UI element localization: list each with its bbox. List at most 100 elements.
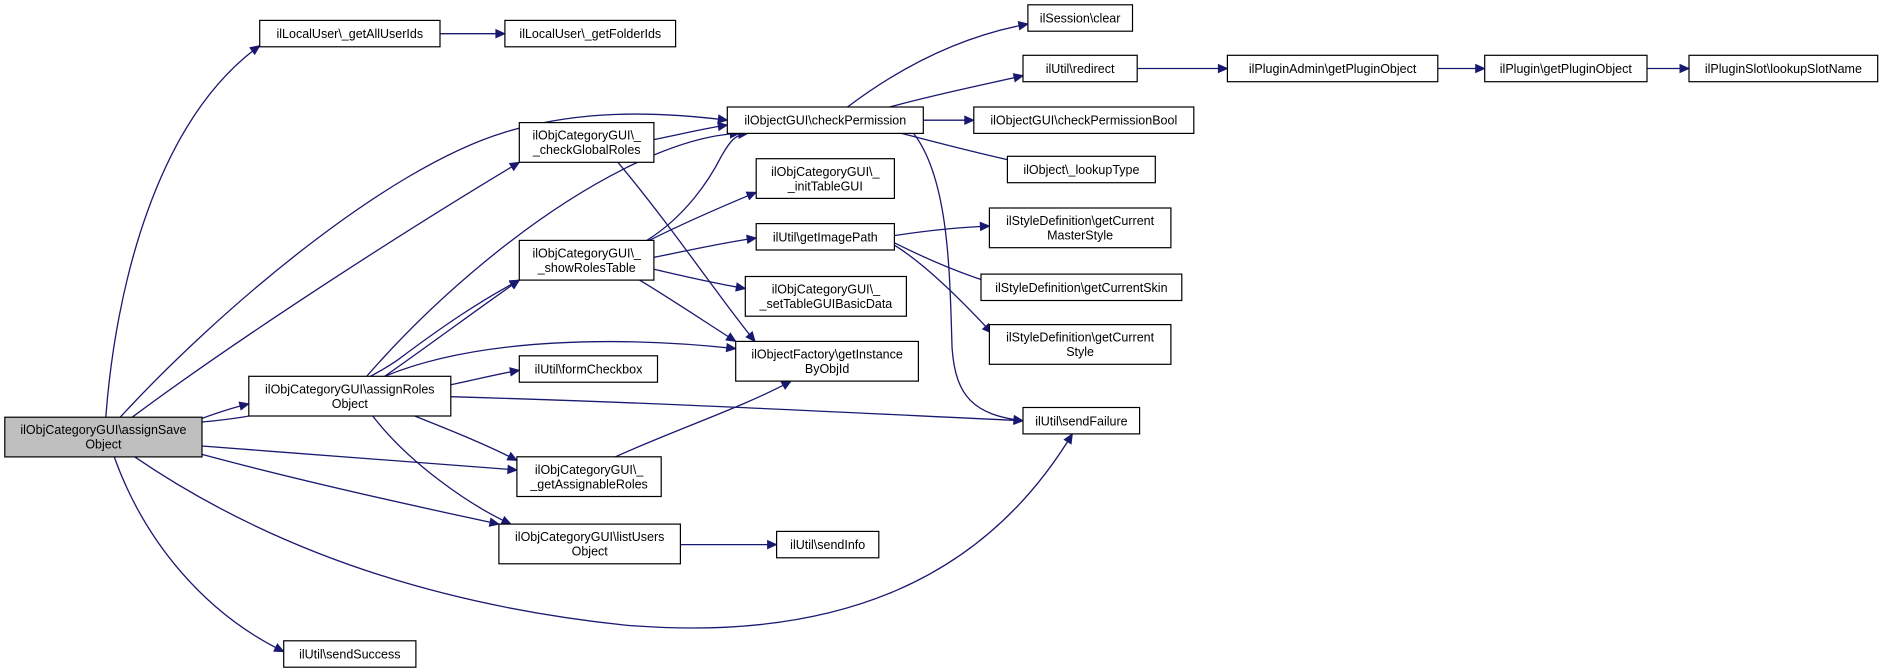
node-check-permission[interactable]: ilObjectGUI\checkPermission [726, 106, 924, 134]
edge-show_roles_table-to-init_table_gui [648, 191, 757, 241]
node-lookup-type[interactable]: ilObject\_lookupType [1006, 155, 1156, 184]
node-get-all-user-ids[interactable]: ilLocalUser\_getAllUserIds [259, 19, 441, 48]
node-get-current-skin[interactable]: ilStyleDefinition\getCurrentSkin [980, 273, 1183, 302]
node-box [775, 530, 880, 559]
node-label-line: ilUtil\formCheckbox [535, 363, 643, 377]
edge-assign_save-to-send_failure [134, 433, 1073, 629]
edge-show_roles_table-to-get_image_path [653, 237, 757, 258]
edge-assign_roles_object-to-list_users_object [372, 415, 512, 525]
node-layer: ilObjCategoryGUI\assignSaveObjectilLocal… [4, 4, 1879, 668]
arrowhead-assign_roles_object-to-show_roles_table [508, 279, 521, 290]
node-plugin-get-plugin-object[interactable]: ilPlugin\getPluginObject [1484, 54, 1648, 83]
node-label-line: ilUtil\sendInfo [790, 538, 865, 552]
edge-show_roles_table-to-check_permission [646, 132, 748, 241]
node-label-line: ilObject\_lookupType [1023, 163, 1139, 177]
node-label-line: ilObjCategoryGUI\assignSave [20, 423, 186, 437]
node-label-line: ilStyleDefinition\getCurrent [1006, 214, 1155, 228]
edge-show_roles_table-to-get_instance_by_obj_id [639, 279, 737, 342]
node-label-line: ilPlugin\getPluginObject [1500, 62, 1633, 76]
arrowhead-assign_save-to-get_all_user_ids [249, 44, 261, 56]
node-send-info[interactable]: ilUtil\sendInfo [775, 530, 880, 559]
arrowhead-check_permission-to-session_clear [1017, 21, 1030, 31]
edge-check_global_roles-to-get_instance_by_obj_id [617, 161, 756, 342]
node-lookup-slot-name[interactable]: ilPluginSlot\lookupSlotName [1688, 54, 1879, 83]
edge-assign_save-to-get_assignable_roles [201, 445, 517, 471]
node-get-assignable-roles[interactable]: ilObjCategoryGUI\__getAssignableRoles [516, 456, 662, 498]
node-box [988, 207, 1172, 249]
edge-assign_save-to-get_all_user_ids [105, 45, 261, 418]
node-get-image-path[interactable]: ilUtil\getImagePath [755, 223, 896, 251]
arrowhead-plugin_admin_get_plugin_object-to-plugin_get_plugin_object [1475, 63, 1486, 74]
node-label-line: ilObjCategoryGUI\assignRoles [265, 382, 435, 396]
arrowhead-assign_save-to-check_global_roles [508, 161, 521, 172]
node-label-line: ilObjectFactory\getInstance [751, 348, 903, 362]
edge-assign_save-to-check_permission [119, 113, 728, 418]
arrowhead-assign_save-to-check_permission [717, 114, 729, 124]
edge-check_global_roles-to-check_permission [653, 124, 728, 141]
edge-assign_roles_object-to-get_instance_by_obj_id [384, 340, 736, 377]
node-label-line: Object [85, 438, 122, 452]
node-box [980, 273, 1183, 302]
arrowhead-get_all_user_ids-to-get_folder_ids [495, 28, 507, 39]
node-box [1484, 54, 1648, 83]
edge-assign_save-to-send_success [113, 456, 284, 653]
node-box [1226, 54, 1439, 83]
edge-assign_roles_object-to-check_permission [366, 132, 740, 377]
node-label-line: _setTableGUIBasicData [759, 297, 893, 311]
node-label-line: ilPluginSlot\lookupSlotName [1705, 62, 1862, 76]
node-box [518, 239, 655, 281]
node-send-success[interactable]: ilUtil\sendSuccess [283, 640, 417, 668]
edge-get_assignable_roles-to-get_instance_by_obj_id [615, 380, 792, 458]
node-redirect[interactable]: ilUtil\redirect [1022, 54, 1138, 83]
edge-check_permission-to-lookup_type [901, 132, 1020, 163]
node-label-line: ilUtil\redirect [1046, 62, 1115, 76]
node-check-permission-bool[interactable]: ilObjectGUI\checkPermissionBool [973, 106, 1195, 134]
edge-show_roles_table-to-set_table_gui_basic_data [653, 268, 746, 290]
node-label-line: ilObjCategoryGUI\_ [771, 165, 880, 179]
node-plugin-admin-get-plugin-object[interactable]: ilPluginAdmin\getPluginObject [1226, 54, 1439, 83]
arrowhead-get_assignable_roles-to-get_instance_by_obj_id [780, 380, 793, 390]
node-box [516, 456, 662, 498]
arrowhead-show_roles_table-to-init_table_gui [745, 191, 758, 201]
node-box [726, 106, 924, 134]
node-box [755, 158, 896, 199]
node-label-line: ilObjCategoryGUI\_ [535, 463, 644, 477]
node-session-clear[interactable]: ilSession\clear [1027, 4, 1134, 32]
node-form-checkbox[interactable]: ilUtil\formCheckbox [518, 355, 659, 383]
node-box [283, 640, 417, 668]
arrowhead-check_permission-to-redirect [1012, 73, 1025, 83]
edge-assign_roles_object-to-show_roles_table [384, 279, 520, 377]
node-label-line: Object [332, 397, 369, 411]
arrowhead-check_permission-to-send_failure [1013, 414, 1025, 425]
node-label-line: ilObjectGUI\checkPermission [744, 114, 906, 128]
edge-assign_roles_object-to-form_checkbox [450, 369, 520, 386]
node-send-failure[interactable]: ilUtil\sendFailure [1022, 406, 1141, 435]
node-check-global-roles[interactable]: ilObjCategoryGUI\__checkGlobalRoles [518, 121, 655, 163]
arrowhead-show_roles_table-to-set_table_gui_basic_data [735, 282, 747, 292]
node-box [973, 106, 1195, 134]
node-set-table-gui-basic-data[interactable]: ilObjCategoryGUI\__setTableGUIBasicData [744, 275, 907, 317]
node-label-line: Object [572, 545, 609, 559]
node-init-table-gui[interactable]: ilObjCategoryGUI\__initTableGUI [755, 158, 896, 199]
arrowhead-assign_roles_object-to-form_checkbox [509, 367, 521, 377]
node-show-roles-table[interactable]: ilObjCategoryGUI\__showRolesTable [518, 239, 655, 281]
edge-assign_roles_object-to-get_assignable_roles [414, 415, 518, 461]
arrowhead-assign_save-to-send_failure [1063, 432, 1073, 445]
arrowhead-show_roles_table-to-get_instance_by_obj_id [725, 332, 737, 343]
edge-get_image_path-to-get_current_master_style [894, 225, 990, 237]
node-label-line: MasterStyle [1047, 229, 1113, 243]
node-box [1022, 54, 1138, 83]
node-box [518, 121, 655, 163]
node-label-line: ilPluginAdmin\getPluginObject [1249, 62, 1417, 76]
arrowhead-redirect-to-plugin_admin_get_plugin_object [1217, 63, 1229, 74]
node-get-folder-ids[interactable]: ilLocalUser\_getFolderIds [504, 19, 677, 48]
node-label-line: _checkGlobalRoles [532, 143, 641, 157]
node-label-line: ilLocalUser\_getAllUserIds [277, 27, 424, 41]
node-box [498, 523, 681, 565]
